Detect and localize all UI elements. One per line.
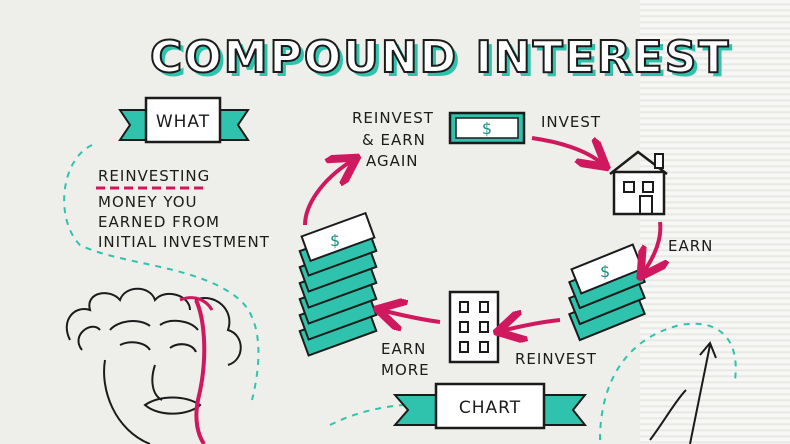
chart-banner: CHART	[392, 382, 588, 430]
definition-line-3: INITIAL INVESTMENT	[98, 233, 270, 251]
definition-term: REINVESTING	[98, 167, 211, 185]
arrow-earn	[645, 221, 660, 270]
house-icon	[609, 150, 668, 216]
definition-line-1: MONEY YOU	[98, 193, 198, 211]
svg-text:$: $	[482, 119, 492, 138]
what-banner: WHAT	[118, 96, 250, 144]
label-reinvest-earn-again-3: AGAIN	[366, 152, 419, 170]
dashed-guide-left	[63, 144, 260, 401]
chart-sketch	[649, 341, 717, 444]
portrait-accent-stroke	[194, 299, 207, 444]
label-invest: INVEST	[541, 113, 602, 131]
portrait-hair-accent	[179, 296, 214, 311]
cash-bill-icon: $	[448, 111, 526, 145]
definition-line-2: EARNED FROM	[98, 213, 220, 231]
label-reinvest-earn-again-2: & EARN	[362, 131, 426, 149]
dashed-guide-right	[599, 322, 737, 441]
chart-banner-label: CHART	[459, 398, 521, 418]
label-reinvest-earn-again-1: REINVEST	[352, 109, 434, 127]
money-stack-icon: $	[568, 243, 646, 342]
napkin-texture	[640, 0, 790, 444]
svg-text:$: $	[330, 231, 340, 250]
page-title: COMPOUND INTEREST	[149, 31, 731, 84]
label-earn-more-1: EARN	[381, 340, 427, 358]
label-reinvest: REINVEST	[515, 350, 597, 368]
what-banner-label: WHAT	[156, 112, 210, 132]
building-icon	[448, 290, 500, 364]
arrow-reinvest	[505, 320, 561, 330]
tall-money-stack-icon: $	[298, 211, 378, 357]
arrow-reinvest-again	[303, 162, 350, 226]
scientist-portrait-sketch	[65, 287, 242, 444]
arrow-earn-more	[385, 311, 441, 322]
label-earn-more-2: MORE	[381, 361, 430, 379]
svg-text:$: $	[600, 262, 610, 281]
arrow-invest	[531, 136, 600, 162]
label-earn: EARN	[668, 237, 714, 255]
